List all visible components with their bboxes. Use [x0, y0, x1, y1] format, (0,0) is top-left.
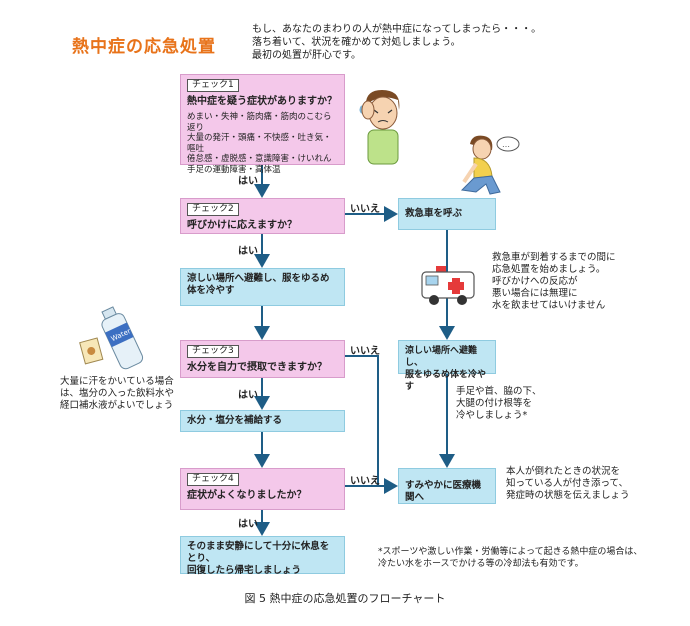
- yes-label-2: はい: [238, 246, 258, 257]
- ambulance-icon: [421, 266, 475, 305]
- check4-box: チェック4 症状がよくなりましたか？: [180, 468, 345, 510]
- check2-question: 呼びかけに応えますか？: [187, 220, 297, 231]
- yes-label-3: はい: [238, 390, 258, 401]
- step-hydrate-box: 水分・塩分を補給する: [180, 410, 345, 432]
- check1-symptoms: めまい・失神・筋肉痛・筋肉のこむら返り 大量の発汗・頭痛・不快感・吐き気・嘔吐 …: [187, 112, 332, 175]
- check4-question: 症状がよくなりましたか？: [187, 490, 307, 501]
- hospital-box: すみやかに医療機関へ: [398, 468, 496, 504]
- page-title: 熱中症の応急処置: [72, 37, 216, 57]
- check2-tag: チェック2: [187, 203, 239, 216]
- ambulance-note: 救急車が到着するまでの間に 応急処置を始めましょう。 呼びかけへの反応が 悪い場…: [492, 252, 616, 311]
- check1-tag: チェック1: [187, 79, 239, 92]
- dizzy-person-icon: [359, 90, 400, 165]
- step-cool-box: 涼しい場所へ避難し、服をゆるめ 体を冷やす: [180, 268, 345, 306]
- water-bottle-icon: Water: [79, 306, 144, 370]
- check4-tag: チェック4: [187, 473, 239, 486]
- footnote: *スポーツや激しい作業・労働等によって起きる熱中症の場合は、 冷たい水をホースで…: [378, 547, 643, 569]
- no-label-2: いいえ: [350, 346, 380, 357]
- hospital-note: 本人が倒れたときの状況を 知っている人が付き添って、 発症時の状態を伝えましょう: [506, 466, 630, 501]
- intro-text: もし、あなたのまわりの人が熱中症になってしまったら・・・。 落ち着いて、状況を確…: [252, 24, 542, 61]
- no-label-3: いいえ: [350, 476, 380, 487]
- figure-caption: 図 5 熱中症の応急処置のフローチャート: [244, 592, 446, 605]
- check1-box: チェック1 熱中症を疑う症状がありますか？ めまい・失神・筋肉痛・筋肉のこむら返…: [180, 74, 345, 175]
- yes-label-4: はい: [238, 519, 258, 530]
- step-rest-box: そのまま安静にして十分に休息をとり、 回復したら帰宅しましょう: [180, 536, 345, 576]
- check3-box: チェック3 水分を自力で摂取できますか？: [180, 340, 345, 378]
- yes-label-1: はい: [238, 176, 258, 187]
- check2-box: チェック2 呼びかけに応えますか？: [180, 198, 345, 234]
- cool-note: 手足や首、脇の下、 大腿の付け根等を 冷やしましょう*: [456, 386, 542, 421]
- right-cool-box: 涼しい場所へ避難し、 服をゆるめ体を冷やす: [398, 340, 496, 392]
- no-label-1: いいえ: [350, 204, 380, 215]
- arrow-c3-no: [345, 355, 379, 486]
- check1-question: 熱中症を疑う症状がありますか？: [187, 96, 337, 107]
- check3-question: 水分を自力で摂取できますか？: [187, 362, 327, 373]
- collapsed-person-icon: …: [460, 135, 520, 195]
- check3-tag: チェック3: [187, 345, 239, 358]
- ambulance-box: 救急車を呼ぶ: [398, 198, 496, 230]
- svg-text:…: …: [502, 140, 510, 149]
- salt-packet-icon: [79, 337, 104, 365]
- sweat-note: 大量に汗をかいている場合 は、塩分の入った飲料水や 経口補水液がよいでしょう: [60, 376, 175, 411]
